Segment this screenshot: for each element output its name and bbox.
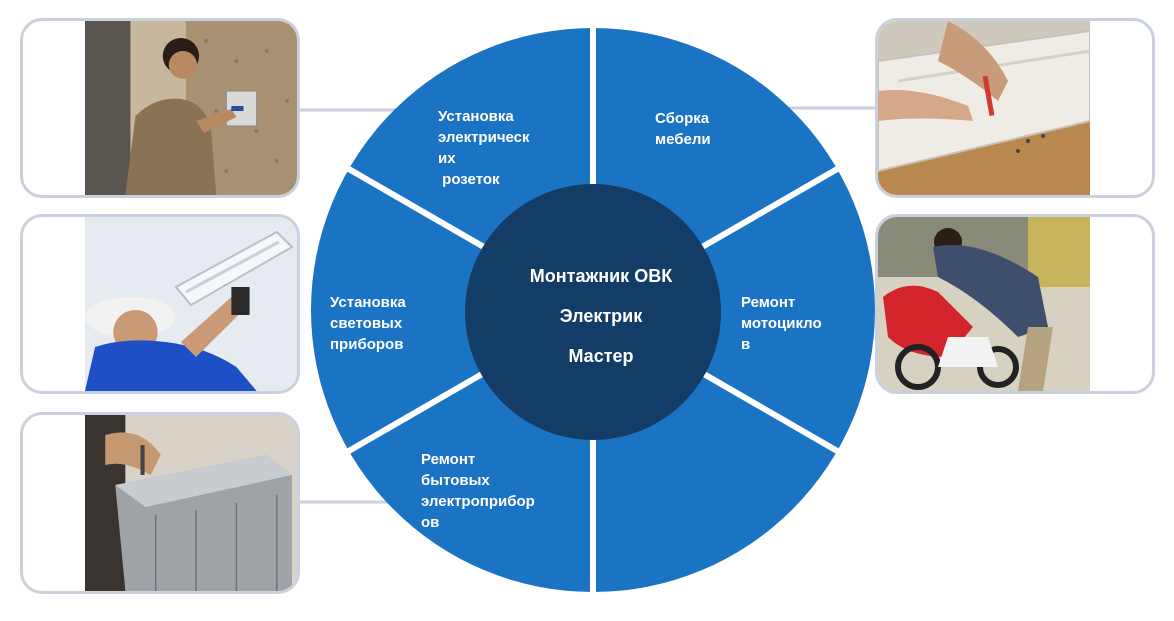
photo-card-sockets [20, 18, 300, 198]
appliance-repair-photo [85, 415, 297, 591]
ceiling-light-installation-photo [85, 217, 297, 391]
center-hub [465, 184, 721, 440]
photo-card-motorcycle [875, 214, 1155, 394]
photo-card-appliances [20, 412, 300, 594]
motorcycle-repair-photo [878, 217, 1090, 391]
photo-card-furniture [875, 18, 1155, 198]
photo-card-lighting [20, 214, 300, 394]
electrician-installing-socket-photo [85, 21, 297, 195]
furniture-assembly-screwdriver-photo [878, 21, 1090, 195]
